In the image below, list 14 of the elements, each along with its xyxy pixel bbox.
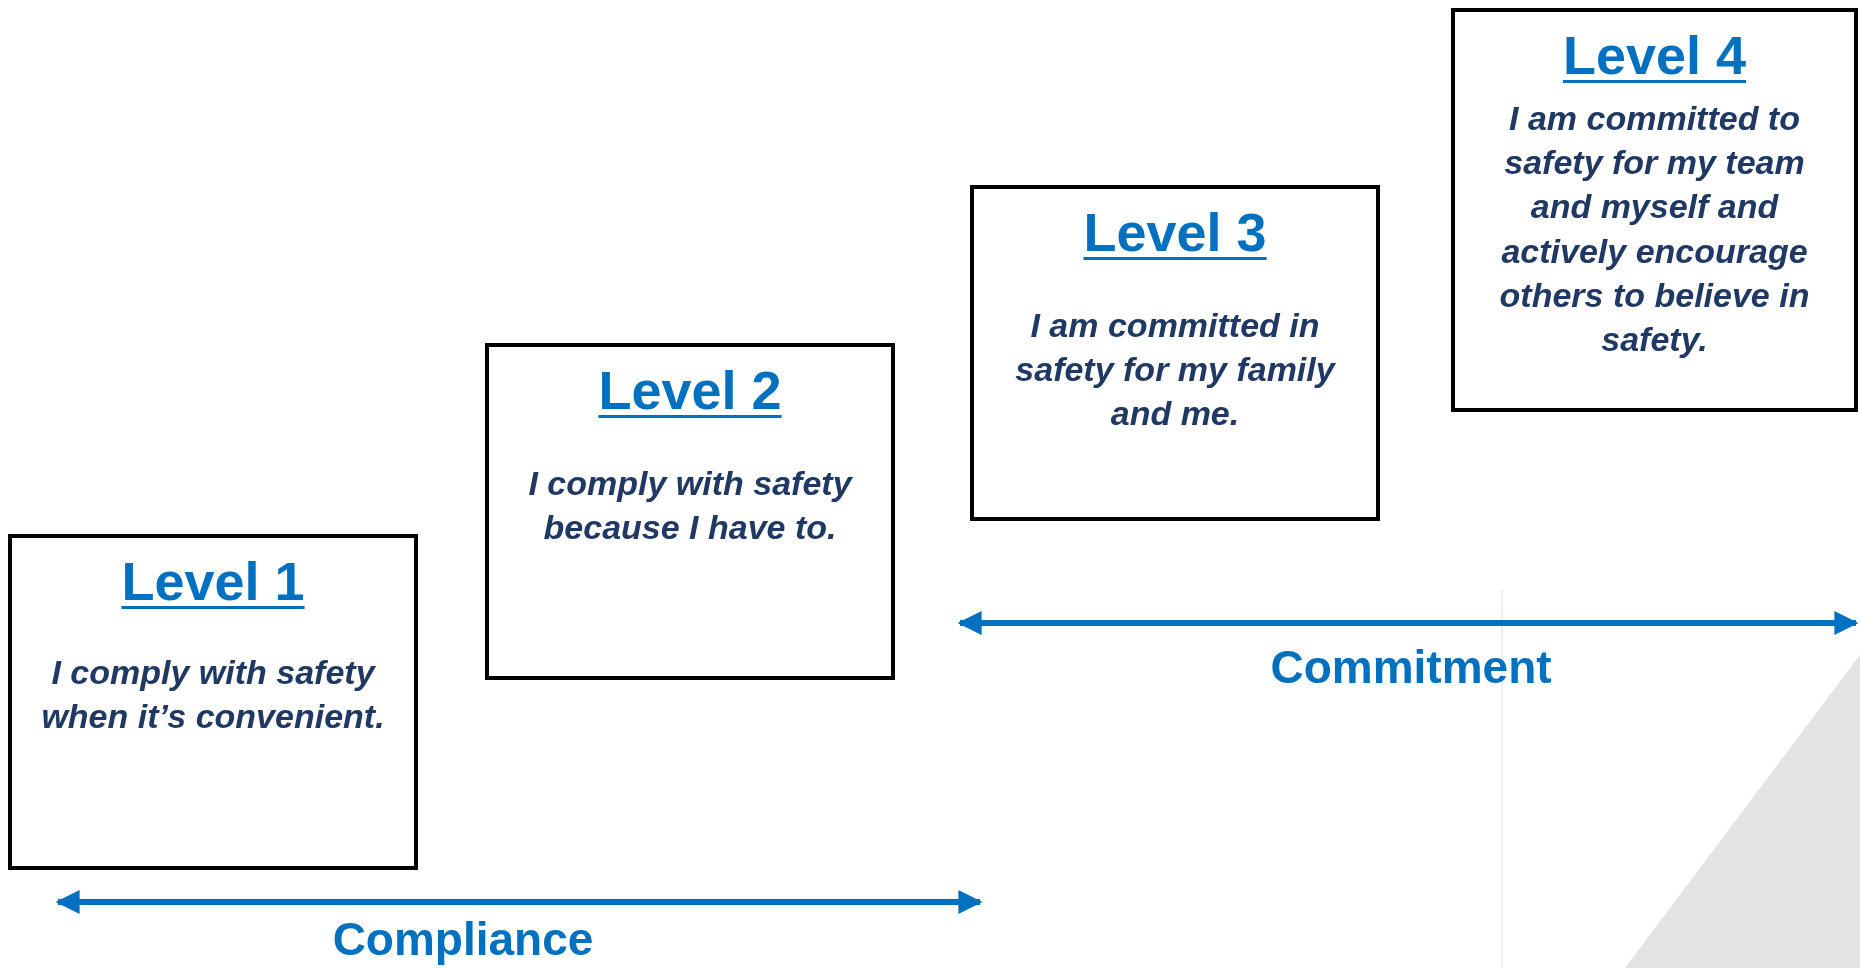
level-box — [8, 534, 418, 870]
level-heading: Level 2 — [598, 359, 782, 421]
range-label: Compliance — [332, 912, 594, 966]
level-description: I am committed in safety for my family and me. — [1014, 305, 1337, 435]
level-box — [1451, 8, 1858, 412]
level-heading: Level 3 — [1083, 201, 1267, 263]
level-description: I am committed to safety for my team and myself and actively encourage others to believe in safety. — [1498, 98, 1811, 360]
level-description: I comply with safety when it’s convenient. — [40, 652, 386, 738]
level-box — [970, 185, 1380, 521]
level-box — [485, 343, 895, 680]
range-label: Commitment — [1270, 640, 1552, 694]
level-description: I comply with safety because I have to. — [527, 463, 854, 549]
level-heading: Level 4 — [1562, 24, 1747, 86]
level-heading: Level 1 — [121, 550, 305, 612]
